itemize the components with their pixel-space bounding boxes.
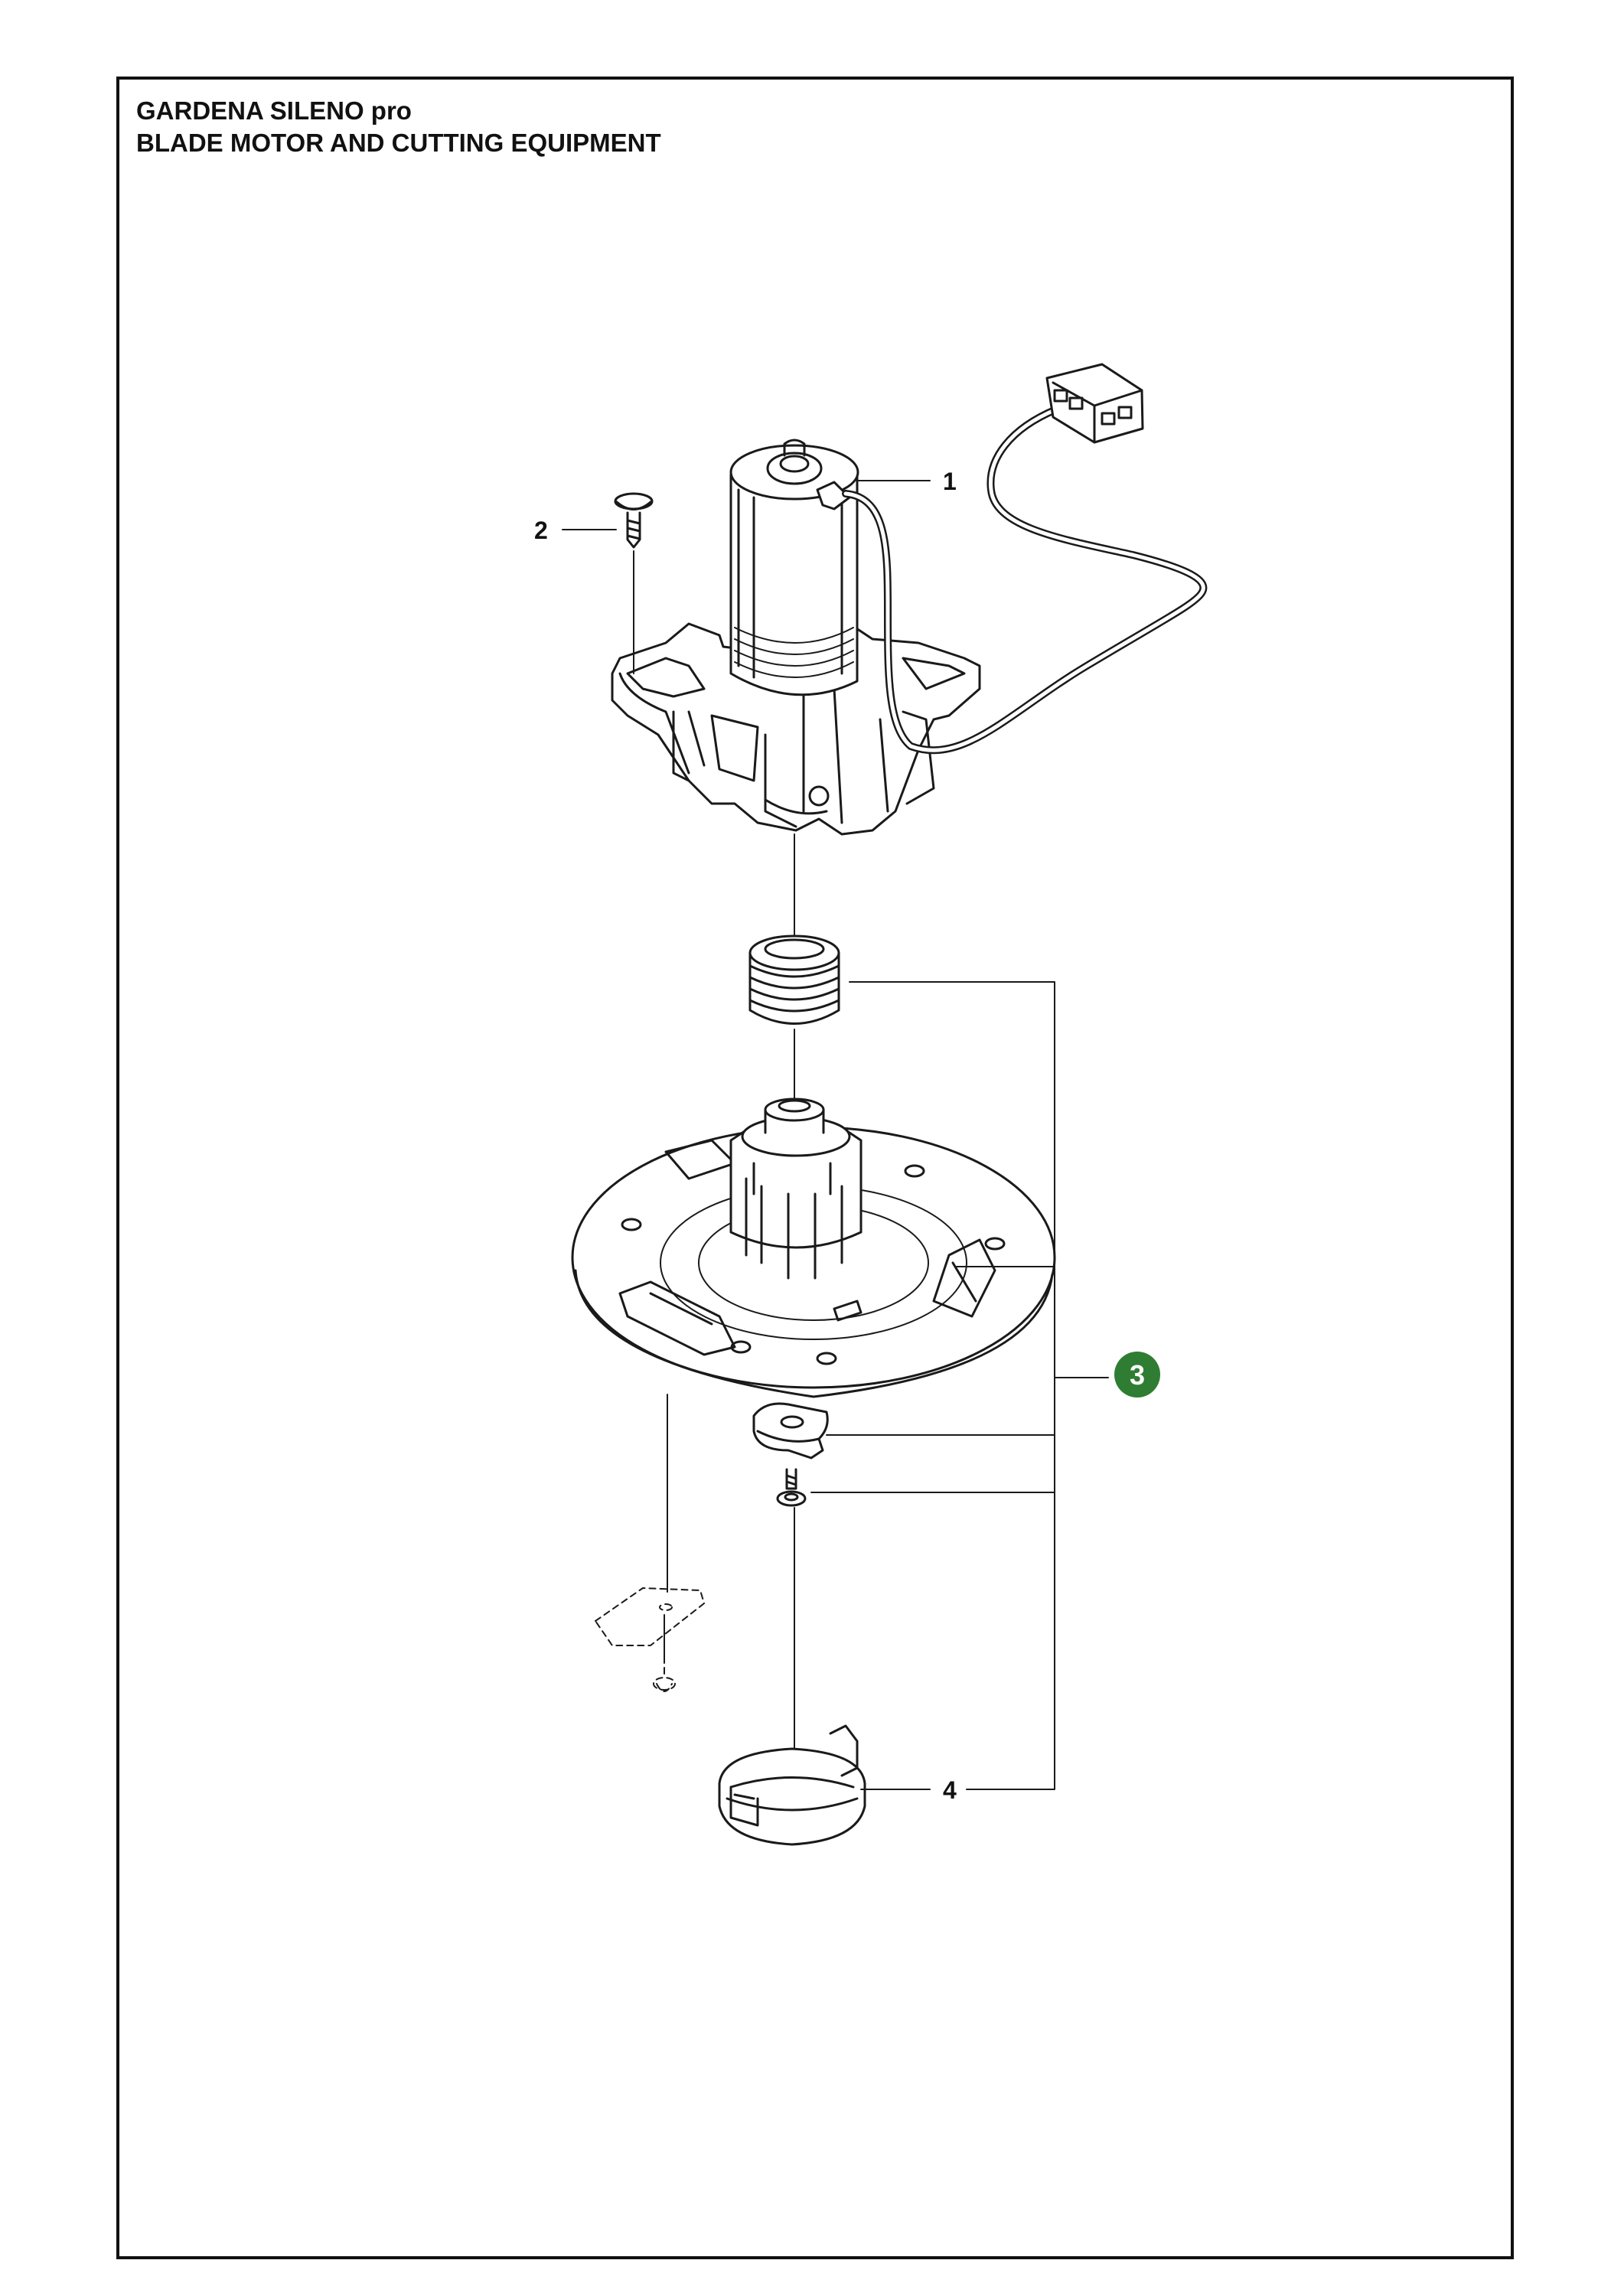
callout-leader-lines: [562, 480, 1109, 1790]
callout-1-motor: 1: [943, 468, 957, 495]
hub-cover: [718, 1724, 866, 1846]
blade-motor: [611, 363, 1208, 836]
title-section: BLADE MOTOR AND CUTTING EQUIPMENT: [136, 129, 661, 157]
callout-3-label: 3: [1130, 1359, 1145, 1391]
spring: [748, 934, 840, 1025]
blade-disc: [571, 1097, 1056, 1398]
motor-connector: [1045, 363, 1144, 444]
optional-blade-outline: [595, 1587, 705, 1692]
title-model: GARDENA SILENO pro: [136, 96, 412, 125]
callout-4-cover: 4: [943, 1776, 957, 1804]
page-frame: [116, 77, 1514, 2259]
page-title: GARDENA SILENO pro BLADE MOTOR AND CUTTI…: [136, 95, 661, 159]
holder-screw: [776, 1468, 807, 1507]
motor-screw: [614, 492, 654, 674]
blade-holder: [752, 1402, 829, 1459]
callout-2-screw: 2: [534, 517, 548, 544]
callout-3-assembly-badge: 3: [1114, 1352, 1160, 1397]
